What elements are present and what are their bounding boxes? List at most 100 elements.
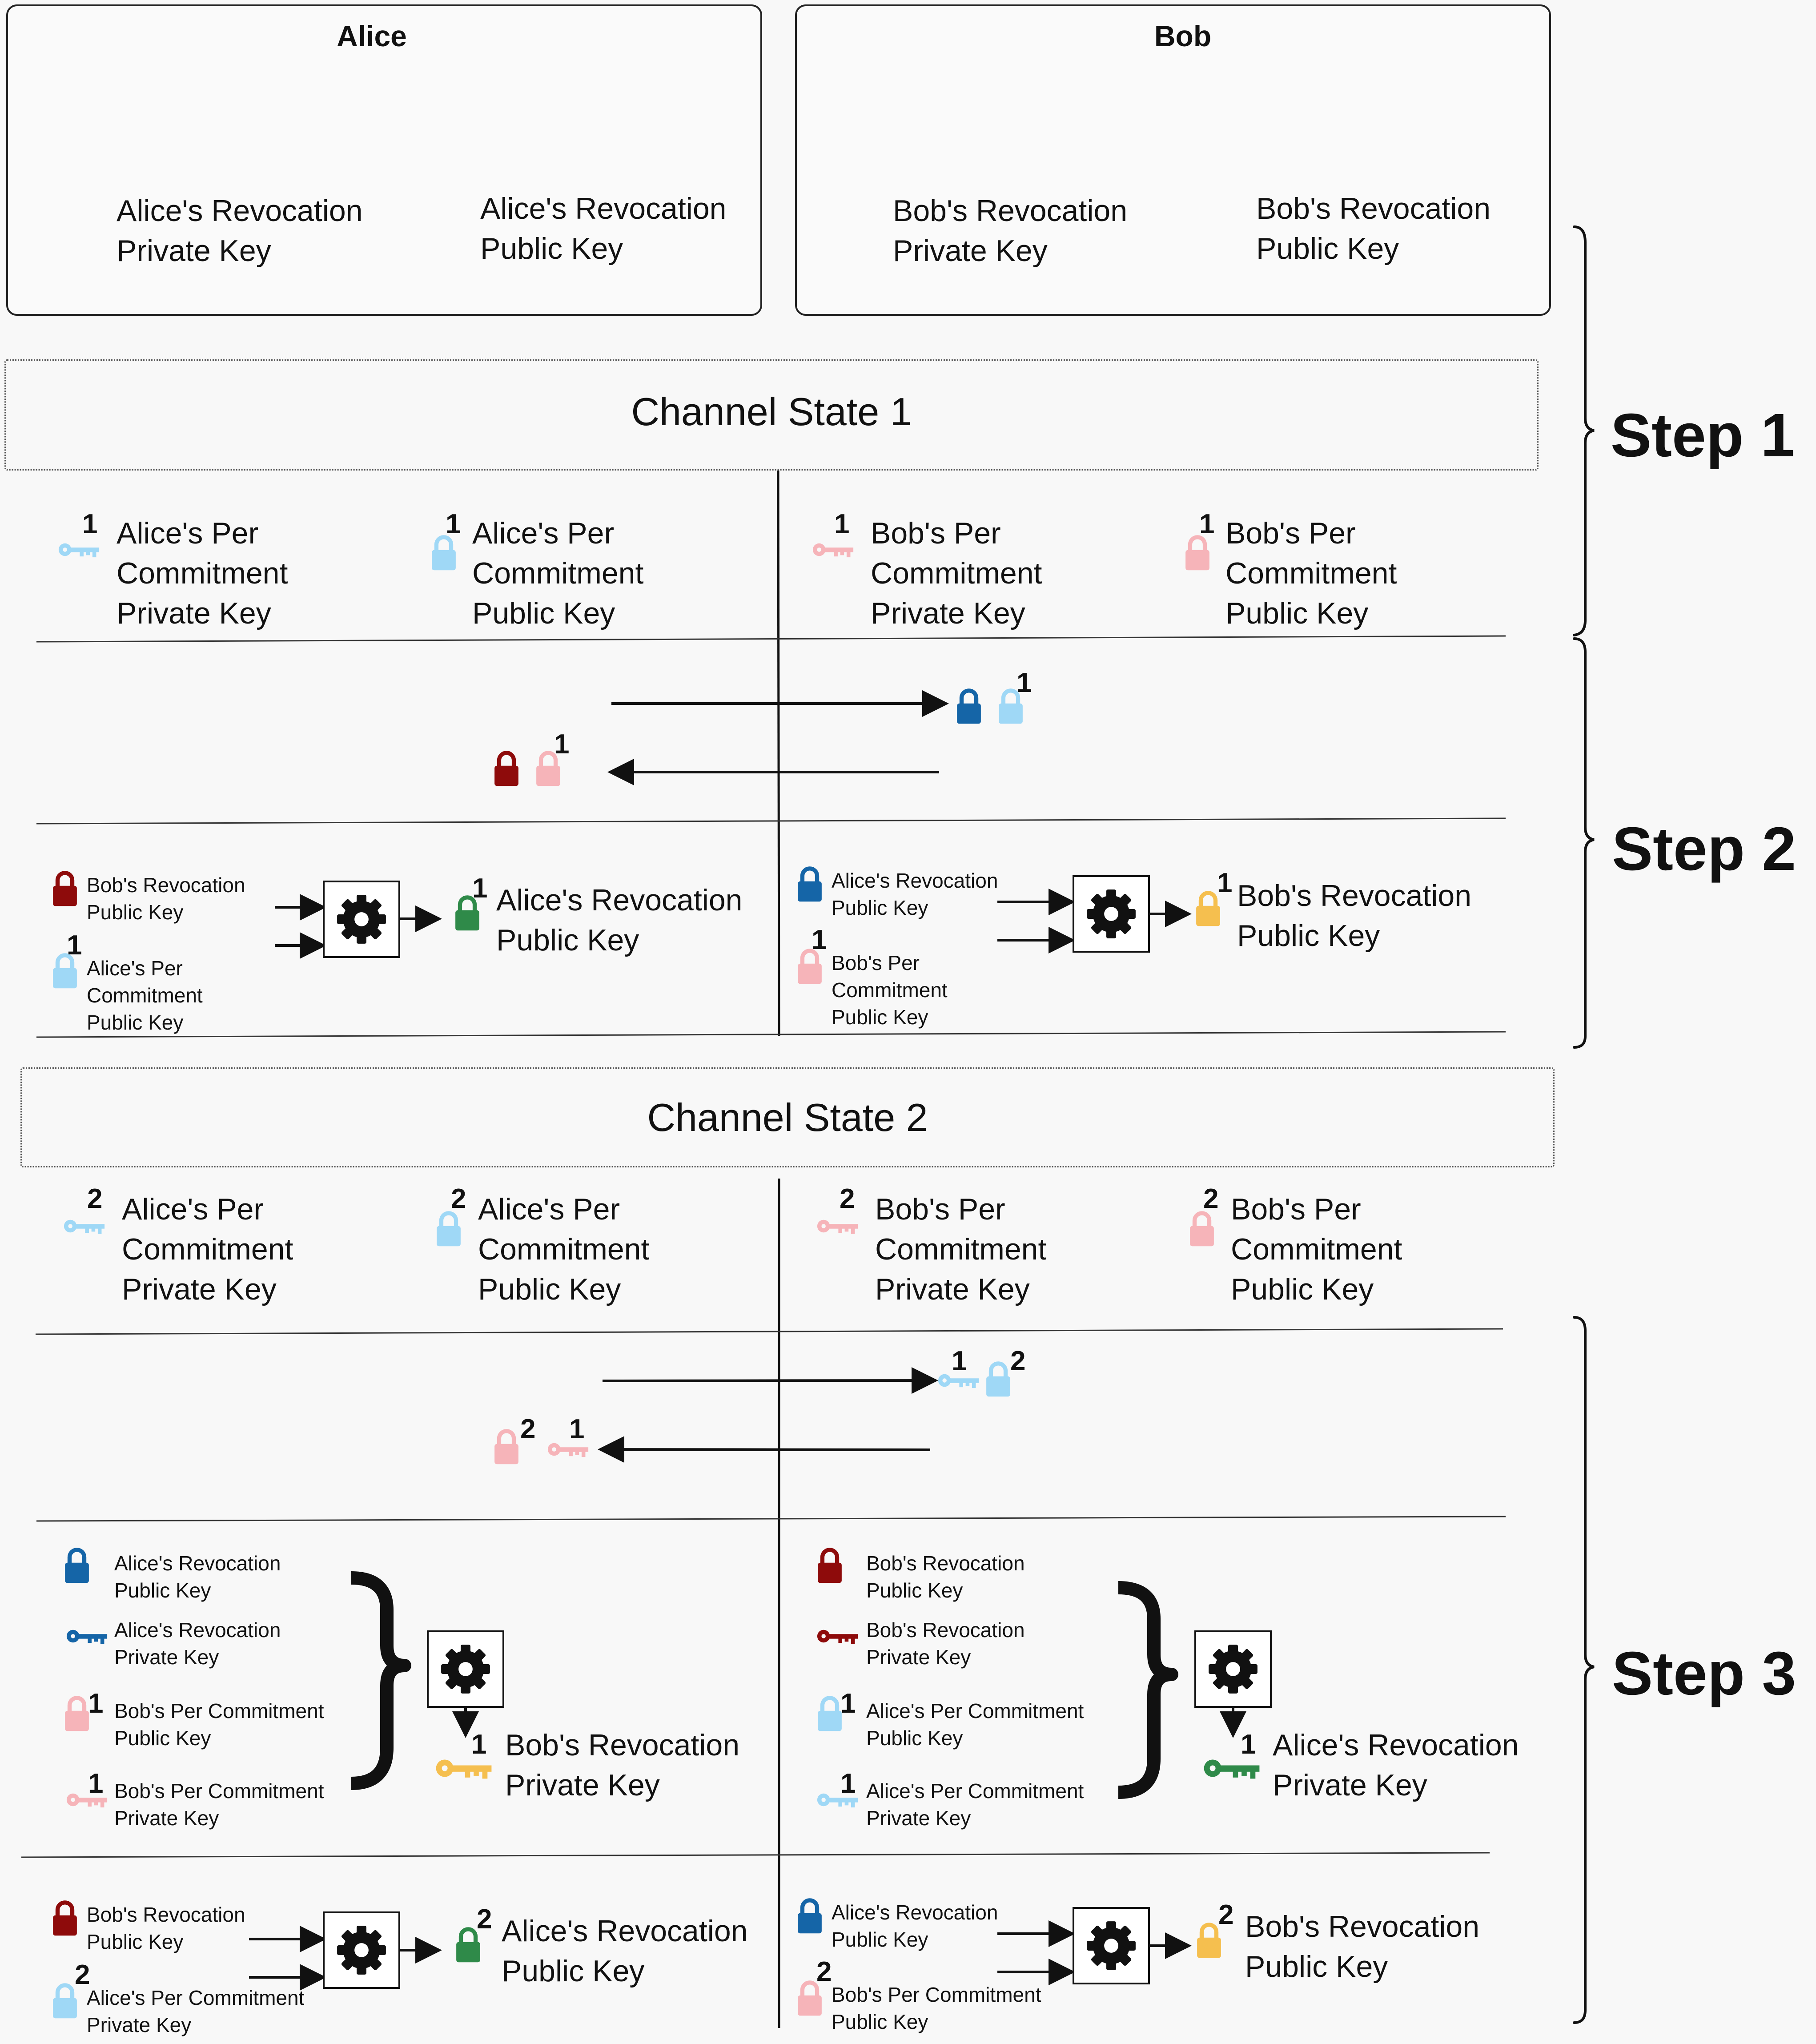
d2-left-input2-label: Alice's Per Commitment Private Key — [87, 1986, 305, 2037]
s3-right-derived-private-key-icon — [1204, 1759, 1260, 1779]
gear-icon — [1087, 1921, 1136, 1970]
alice-revocation-private-key-label: Alice's Revocation Private Key — [117, 194, 363, 268]
s3-right-output-label: Alice's Revocation Private Key — [1273, 1728, 1519, 1802]
s2-alice-pc-private-key-label: Alice's Per Commitment Private Key — [122, 1192, 293, 1306]
s1-alice-pc-public-key-label: Alice's Per Commitment Public Key — [472, 516, 644, 630]
gear-icon — [337, 895, 386, 944]
divider-line — [36, 817, 1506, 825]
s3-right-alice-pc-public-key-icon — [818, 1698, 842, 1731]
divider-line — [35, 1328, 1503, 1335]
alice-panel — [6, 4, 762, 316]
gear-icon — [1209, 1645, 1258, 1694]
d1-right-derivation-box — [1073, 875, 1150, 953]
d2-right-bob-pc-public-key-icon — [798, 1983, 822, 2016]
s2-bob-pc-public-key-label: Bob's Per Commitment Public Key — [1231, 1192, 1402, 1306]
step3-brace — [1573, 1316, 1595, 2024]
step-2-label: Step 2 — [1612, 815, 1796, 883]
state-number-badge: 2 — [1010, 1346, 1026, 1376]
bob-panel — [795, 4, 1551, 316]
state-number-badge: 2 — [816, 1956, 832, 1987]
d2-left-alice-pc-public-key-icon — [53, 1985, 77, 2018]
state-number-badge: 1 — [554, 729, 570, 760]
d1-right-derived-public-key-icon — [1196, 893, 1220, 926]
d1-left-bob-revocation-public-key-icon — [53, 873, 77, 906]
divider-line — [36, 1031, 1506, 1038]
channel-state-1-title: Channel State 1 — [631, 390, 912, 434]
d1-right-alice-revocation-public-key-icon — [798, 869, 822, 901]
bob-name: Bob — [1154, 20, 1212, 52]
s1-alice-pc-private-key-label: Alice's Per Commitment Private Key — [117, 516, 288, 630]
state-number-badge: 1 — [88, 1688, 104, 1719]
d2-left-output-label: Alice's Revocation Public Key — [502, 1914, 748, 1988]
divider-line — [21, 1852, 1490, 1858]
s2-alice-pc-public-key-label: Alice's Per Commitment Public Key — [478, 1192, 650, 1306]
d2-right-input2-label: Bob's Per Commitment Public Key — [832, 1983, 1041, 2034]
d1-right-bob-pc-public-key-icon — [798, 951, 822, 984]
d2-left-bob-revocation-public-key-icon — [53, 1903, 77, 1935]
s3-right-input4-label: Alice's Per Commitment Private Key — [866, 1779, 1084, 1830]
d2-left-input1-label: Bob's Revocation Public Key — [87, 1903, 245, 1954]
s1-alice-pc-public-key-icon — [432, 537, 456, 570]
s2-bob-pc-public-key-icon — [1190, 1213, 1214, 1246]
state-number-badge: 1 — [569, 1414, 585, 1444]
d2-right-derived-public-key-icon — [1197, 1925, 1221, 1958]
s3-right-input2-label: Bob's Revocation Private Key — [866, 1618, 1025, 1669]
d1-right-input2-label: Bob's Per Commitment Public Key — [832, 951, 948, 1029]
s1-bob-pc-private-key-label: Bob's Per Commitment Private Key — [871, 516, 1042, 630]
state-number-badge: 2 — [75, 1960, 90, 1990]
gear-icon — [1087, 889, 1136, 938]
s2-exchange-arrow-left — [598, 1436, 931, 1463]
divider-line — [36, 1516, 1506, 1522]
s3-left-derived-private-key-icon — [436, 1759, 492, 1779]
state-number-badge: 2 — [451, 1183, 466, 1214]
state-number-badge: 1 — [812, 925, 827, 955]
state-number-badge: 2 — [477, 1904, 492, 1935]
s1-bob-pc-private-key-icon — [812, 543, 854, 558]
bob-revocation-private-key-label: Bob's Revocation Private Key — [893, 194, 1128, 268]
d2-right-alice-revocation-public-key-icon — [798, 1900, 822, 1933]
exchanged-bob-pc-private-key-icon — [547, 1443, 589, 1457]
divider-line — [36, 635, 1506, 643]
channel-state-2-banner — [20, 1067, 1555, 1167]
state-number-badge: 1 — [1199, 509, 1215, 539]
state-number-badge: 2 — [1218, 1899, 1234, 1930]
state-number-badge: 2 — [1203, 1183, 1219, 1214]
s3-left-input4-label: Bob's Per Commitment Private Key — [114, 1779, 324, 1830]
exchanged-alice-revocation-public-key-icon — [957, 691, 981, 724]
alice-name: Alice — [337, 20, 407, 52]
state-number-badge: 1 — [834, 509, 850, 539]
s2-bob-pc-private-key-label: Bob's Per Commitment Private Key — [875, 1192, 1047, 1306]
d1-left-input2-label: Alice's Per Commitment Public Key — [87, 957, 203, 1034]
state-number-badge: 1 — [88, 1768, 104, 1799]
channel-state-2-title: Channel State 2 — [647, 1095, 928, 1139]
s1-alice-pc-private-key-icon — [58, 543, 100, 558]
state-number-badge: 1 — [840, 1688, 856, 1719]
s1-bob-pc-public-key-icon — [1185, 537, 1209, 570]
d1-left-output-label: Alice's Revocation Public Key — [496, 883, 743, 957]
state-number-badge: 1 — [1241, 1729, 1256, 1760]
state-number-badge: 1 — [471, 1729, 487, 1760]
s3-left-input1-label: Alice's Revocation Public Key — [114, 1552, 281, 1602]
s1-bob-pc-public-key-label: Bob's Per Commitment Public Key — [1225, 516, 1397, 630]
d1-left-input1-label: Bob's Revocation Public Key — [87, 873, 245, 924]
channel-state-1-banner — [4, 359, 1539, 471]
d2-right-input1-label: Alice's Revocation Public Key — [832, 1901, 998, 1951]
step-3-label: Step 3 — [1612, 1639, 1796, 1708]
s2-alice-pc-public-key-icon — [437, 1213, 461, 1246]
exchanged-bob-pc-public-key-icon-2 — [494, 1431, 518, 1464]
s3-left-alice-revocation-private-key-icon — [66, 1630, 108, 1644]
step-1-label: Step 1 — [1611, 401, 1795, 470]
d2-right-output-label: Bob's Revocation Public Key — [1245, 1910, 1480, 1984]
s3-left-bob-pc-public-key-icon — [65, 1698, 89, 1731]
step1-brace — [1573, 225, 1595, 636]
step2-brace — [1573, 637, 1595, 1049]
state-number-badge: 1 — [952, 1346, 967, 1376]
s3-right-input1-label: Bob's Revocation Public Key — [866, 1552, 1025, 1602]
state-number-badge: 1 — [67, 930, 82, 961]
bob-revocation-public-key-label: Bob's Revocation Public Key — [1256, 192, 1491, 266]
s3-right-bob-revocation-public-key-icon — [818, 1550, 842, 1583]
d1-right-input1-label: Alice's Revocation Public Key — [832, 869, 998, 920]
s2-alice-pc-private-key-icon — [64, 1219, 105, 1234]
state-number-badge: 1 — [446, 509, 461, 539]
state-number-badge: 2 — [87, 1183, 103, 1214]
